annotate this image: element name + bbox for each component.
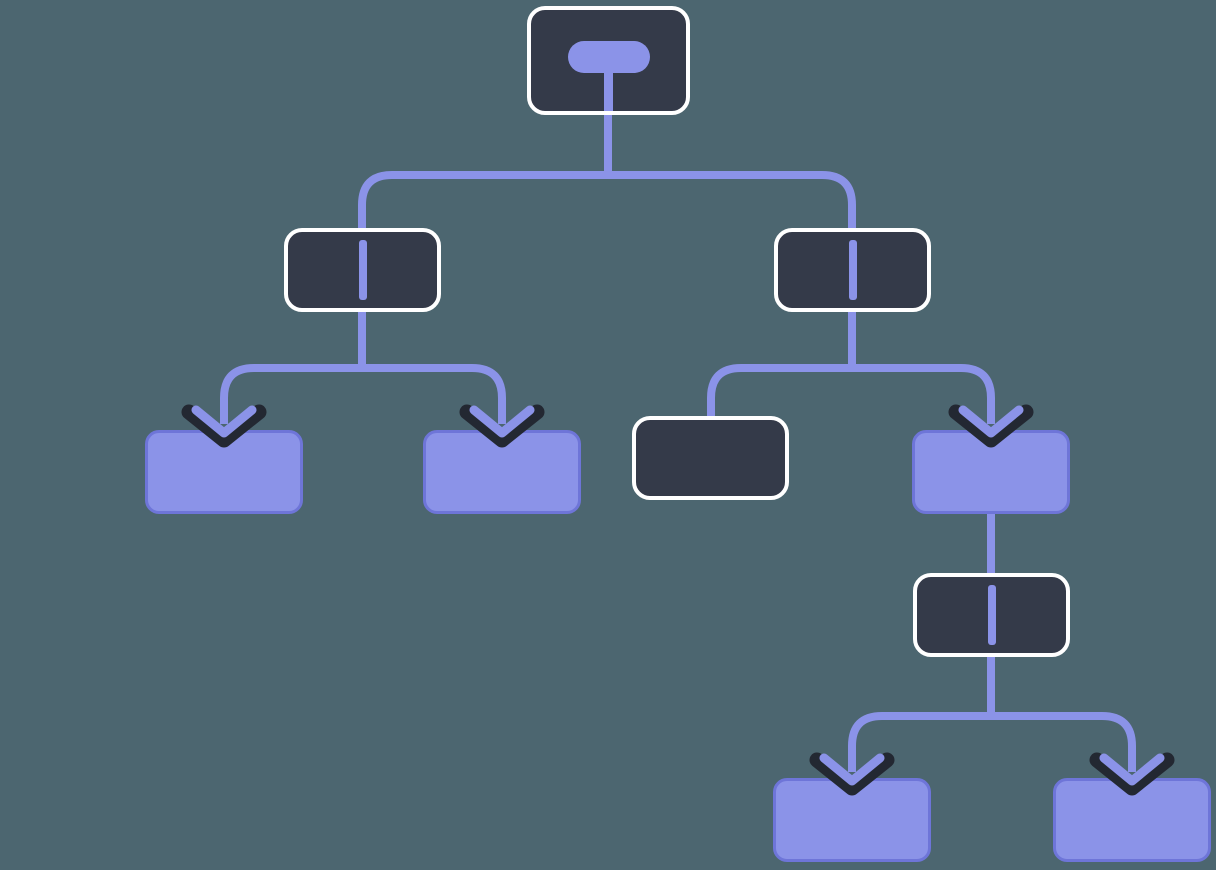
connector-branch-a-split — [220, 364, 506, 424]
node-branch-left[interactable] — [284, 228, 441, 312]
chevron-down-arrowhead-icon — [809, 752, 895, 796]
vertical-bar-icon — [987, 585, 996, 645]
node-branch-right[interactable] — [774, 228, 931, 312]
vertical-bar-icon — [848, 240, 857, 300]
connector-top-split — [358, 171, 856, 232]
chevron-down-arrowhead-icon — [181, 404, 267, 448]
node-branch-bottom[interactable] — [913, 573, 1070, 657]
pill-stem-shape — [604, 68, 613, 111]
chevron-down-arrowhead-icon — [459, 404, 545, 448]
node-start[interactable] — [527, 6, 690, 115]
pill-connector-icon — [567, 41, 650, 73]
connector-branch-c-split — [848, 712, 1136, 772]
vertical-bar-icon — [358, 240, 367, 300]
chevron-down-arrowhead-icon — [948, 404, 1034, 448]
chevron-down-arrowhead-icon — [1089, 752, 1175, 796]
connector-branch-b-split — [707, 364, 995, 424]
node-plain-right[interactable] — [632, 416, 789, 500]
